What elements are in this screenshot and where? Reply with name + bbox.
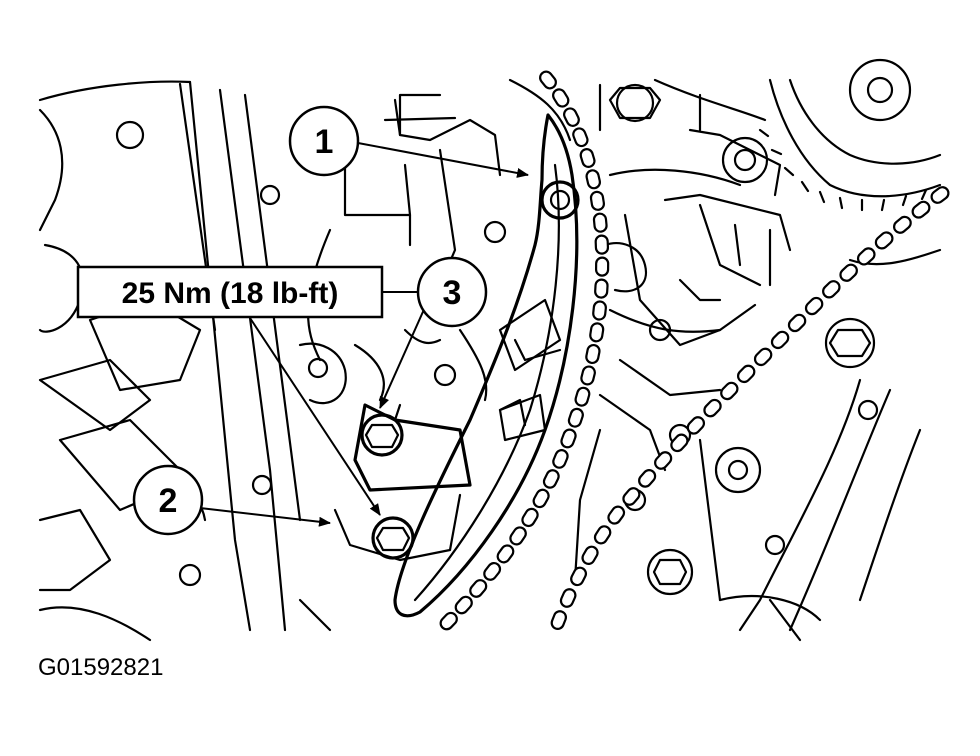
chain-link: [559, 588, 577, 608]
chain-link: [496, 544, 515, 564]
chain-link: [550, 610, 568, 630]
callout-3-label: 3: [443, 274, 462, 312]
chain-link: [585, 343, 601, 365]
chain-link: [892, 215, 912, 234]
chain-link: [804, 296, 824, 316]
chain-link: [539, 70, 557, 90]
chain-link: [670, 433, 689, 453]
chain-link: [509, 526, 527, 546]
chain-link: [594, 256, 610, 277]
chain-link: [552, 88, 570, 108]
timing-chain-left-run: [439, 70, 610, 631]
chain-link: [454, 595, 473, 615]
chain-link: [469, 579, 488, 598]
leader-lines: [199, 142, 529, 527]
callout-1-label: 1: [315, 123, 334, 161]
callout-2-label: 2: [159, 482, 178, 520]
chain-link: [770, 330, 790, 350]
chain-link: [580, 365, 596, 386]
chain-link: [720, 381, 739, 401]
chain-link: [592, 300, 607, 321]
chain-link: [703, 398, 722, 418]
callout-3: 3: [416, 256, 488, 328]
chain-link: [822, 280, 841, 299]
chain-tensioner-arm: [393, 113, 580, 618]
chain-link: [911, 200, 931, 219]
chain-link: [563, 107, 580, 127]
chain-link: [607, 505, 626, 525]
chain-link: [483, 561, 502, 581]
chain-link: [567, 407, 584, 428]
chain-link: [654, 451, 673, 470]
chain-link: [638, 469, 657, 488]
chain-link: [532, 488, 550, 509]
upper-bolt-icon: [360, 413, 404, 457]
callout-1: 1: [288, 105, 360, 177]
chain-link: [572, 127, 589, 148]
callout-2: 2: [132, 464, 204, 536]
chain-link: [736, 364, 756, 384]
chain-link: [856, 247, 876, 266]
torque-spec-box: 25 Nm (18 lb-ft): [76, 265, 384, 319]
chain-link: [585, 169, 602, 190]
chain-link: [560, 428, 577, 449]
engine-background: [38, 58, 942, 642]
chain-link: [439, 611, 458, 631]
chain-link: [594, 234, 610, 255]
chain-link: [839, 263, 858, 282]
timing-chain-right-run: [550, 186, 950, 630]
chain-link: [542, 469, 560, 489]
figure-id: G01592821: [38, 654, 164, 681]
chain-link: [787, 313, 807, 333]
chain-link: [589, 190, 606, 211]
chain-link: [686, 416, 706, 435]
chain-link: [874, 231, 894, 250]
chain-link: [594, 278, 609, 299]
chain-link: [622, 487, 641, 506]
chain-link: [552, 449, 569, 469]
lower-bolt-icon: [371, 516, 415, 560]
chain-link: [589, 322, 605, 343]
chain-link: [581, 545, 599, 565]
chain-link: [574, 386, 591, 407]
chain-link: [753, 347, 773, 367]
chain-link: [579, 148, 596, 168]
chain-link: [593, 525, 612, 545]
chain-link: [930, 186, 950, 204]
torque-spec-label: 25 Nm (18 lb-ft): [122, 277, 339, 310]
chain-link: [570, 566, 588, 587]
chain-link: [592, 212, 608, 233]
chain-link: [521, 507, 539, 528]
